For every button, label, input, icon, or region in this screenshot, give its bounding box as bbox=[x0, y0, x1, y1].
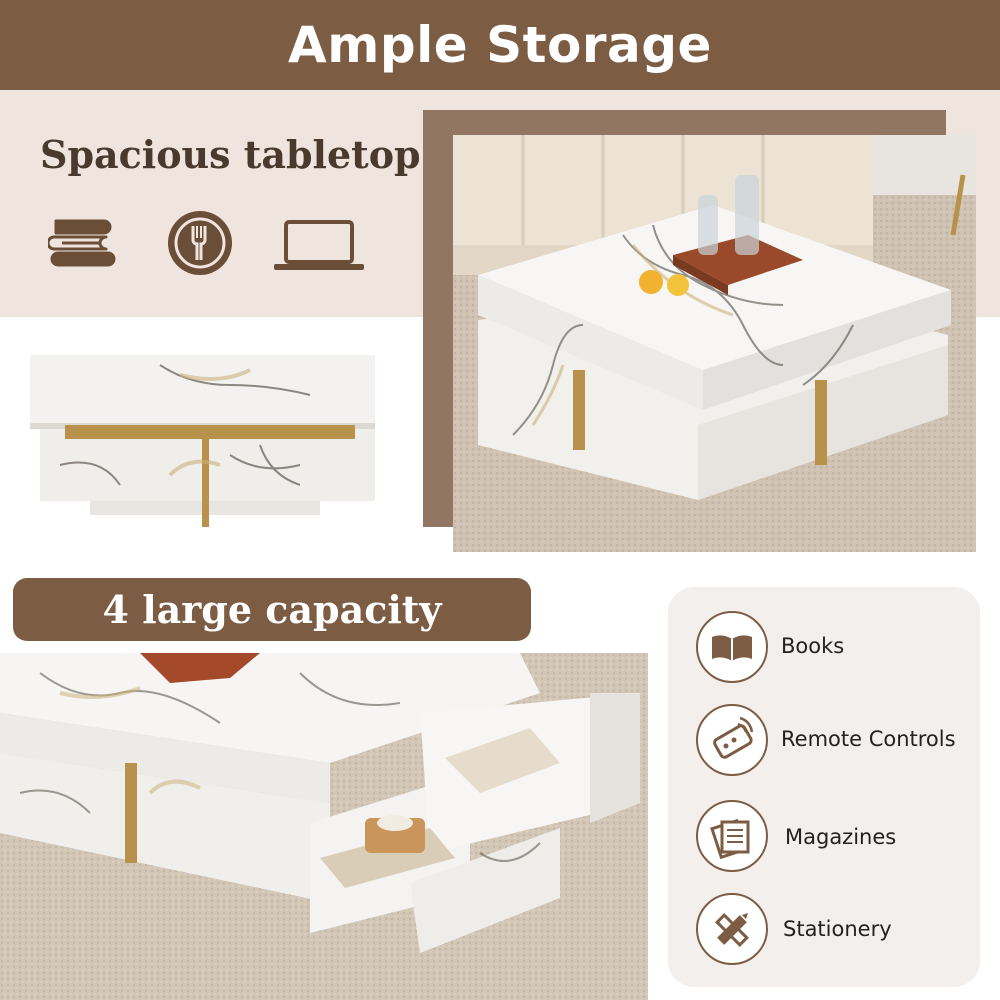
magazines-item bbox=[696, 800, 768, 872]
open-drawers-photo bbox=[0, 653, 648, 1000]
drawers-title: 4 large capacity drawers bbox=[102, 587, 442, 695]
living-room-photo bbox=[453, 135, 976, 552]
remote-controls-item bbox=[696, 704, 768, 776]
drawers-label-pill bbox=[13, 578, 531, 641]
magazines-label: Magazines bbox=[785, 825, 897, 849]
remote-control-icon bbox=[696, 704, 768, 776]
books-label: Books bbox=[781, 634, 845, 658]
open-book-icon bbox=[696, 611, 768, 683]
plate-fork-icon bbox=[165, 208, 235, 278]
books-stack-icon bbox=[46, 213, 120, 275]
remote-controls-label: Remote Controls bbox=[781, 727, 956, 751]
tabletop-title: Spacious tabletop bbox=[40, 132, 421, 177]
header-bar bbox=[0, 0, 1000, 90]
stationery-label: Stationery bbox=[783, 917, 892, 941]
stationery-item bbox=[696, 893, 768, 965]
page-title: Ample Storage bbox=[288, 16, 712, 74]
books-item bbox=[696, 611, 768, 683]
laptop-icon bbox=[272, 218, 366, 272]
magazine-icon bbox=[696, 800, 768, 872]
pencil-ruler-icon bbox=[696, 893, 768, 965]
table-side-view bbox=[30, 355, 380, 530]
